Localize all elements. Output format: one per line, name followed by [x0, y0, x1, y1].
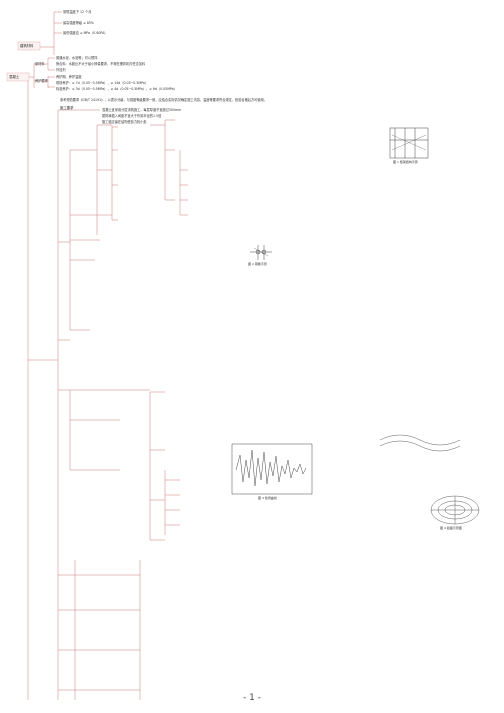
branch-item: 掺合料：水胶比不大于最小掺量要求，不得在搅拌机内任意加料: [56, 62, 146, 66]
branch-item: 施工缝应留在结构受剪力较小处: [102, 120, 147, 124]
branch-label: 养护要求: [35, 79, 48, 83]
figure-caption: 图 3 检测曲线: [258, 496, 277, 500]
branch-item: 振捣棒插入间距不宜大于作用半径的1.5倍: [102, 114, 162, 118]
branch-item: 普通水泥、水泥等；可以预拌: [56, 56, 98, 60]
top-item: 最低强度应 ≥ MPa（0.60PA）: [63, 31, 108, 35]
page-number: - 1 -: [243, 693, 261, 703]
top-item: 最高强度等级 ≥ 85%: [63, 21, 94, 25]
top-item: 常规温度下 12 个月: [63, 10, 92, 14]
branch-item: 养护期、养护温度: [56, 75, 82, 79]
figure-caption: 图 4 截面示意图: [440, 526, 462, 530]
branch-item: 混凝土宜采用分层浇筑施工，每层厚度不宜超过300mm: [102, 108, 182, 112]
intro-text: 参考规范要求《GB/T 24191》，以表示分级，与强度等级要求一致，应结合实际…: [60, 98, 267, 102]
branch-item: 外加剂: [56, 68, 66, 72]
branch-label: 施工要求: [60, 106, 74, 110]
top-label: 建筑材料: [20, 44, 34, 48]
branch-label: 原材料: [35, 62, 45, 66]
root-label: 混凝土: [9, 75, 20, 79]
figure-caption: 图 2 钢筋示意: [248, 262, 267, 266]
figure-caption: 图 1 框架结构示意: [393, 160, 418, 164]
branch-item: 现场养护：≥ 7d（0.05~0.5MPa），≥ 14d（0.05~0.5MPa…: [56, 81, 149, 85]
branch-item: 标准养护：≥ 3d（0.05~0.5MPa），≥ 4d（0.05~0.5MPa）…: [56, 87, 177, 91]
